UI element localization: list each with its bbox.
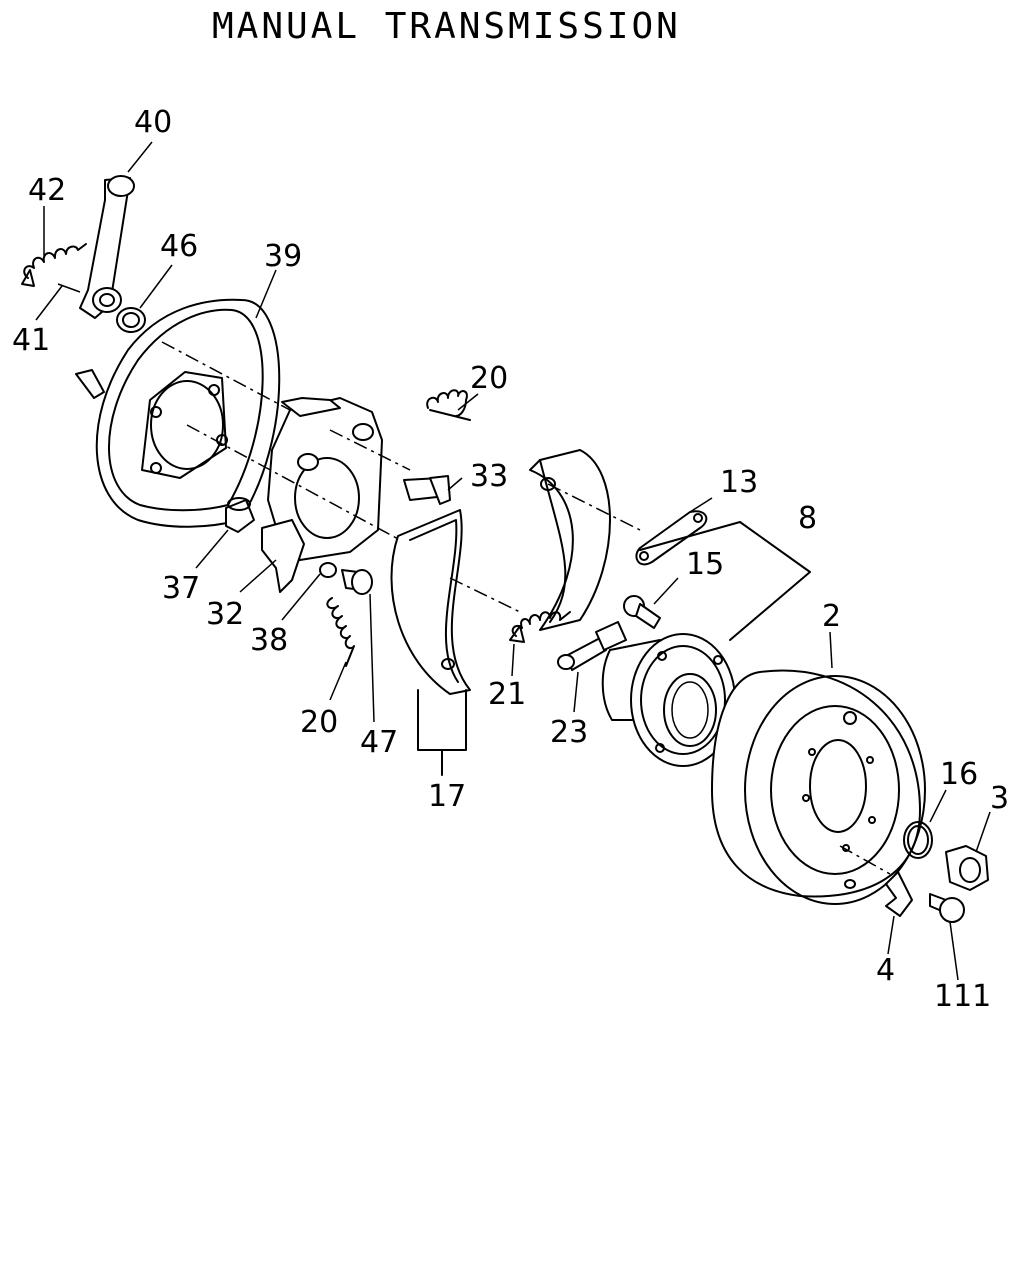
- seal-part-16: [903, 821, 933, 859]
- strut-part-13: [635, 510, 708, 566]
- backing-plate-part-39: [75, 298, 281, 528]
- callout-4: 4: [876, 953, 895, 988]
- callout-37: 37: [162, 571, 200, 606]
- adjuster-part-23: [557, 621, 627, 671]
- brake-lever-part-40: [79, 175, 135, 319]
- callout-20-upper: 20: [470, 361, 508, 396]
- callout-3: 3: [990, 781, 1009, 816]
- callout-47: 47: [360, 725, 398, 760]
- callout-32: 32: [206, 597, 244, 632]
- callout-33: 33: [470, 459, 508, 494]
- callout-15: 15: [686, 547, 724, 582]
- callout-39: 39: [264, 239, 302, 274]
- washer-part-38: [319, 562, 337, 578]
- hub-part-8: [601, 633, 736, 767]
- callout-labels: 40 42 46 39 41 20 33 13 8 15 37 32 38 20…: [12, 105, 1009, 1014]
- callout-16: 16: [940, 757, 978, 792]
- bolt-part-15: [623, 595, 661, 629]
- clip-part-4: [885, 871, 913, 917]
- washer-part-46: [116, 307, 146, 333]
- spring-part-20-upper: [426, 389, 471, 421]
- callout-bracket-17: [417, 689, 467, 776]
- brake-shoe-part-17: [390, 509, 471, 695]
- brake-shoe-right: [529, 449, 611, 631]
- nut-part-3: [945, 845, 989, 891]
- callout-111: 111: [934, 979, 991, 1014]
- callout-40: 40: [134, 105, 172, 140]
- pin-part-41: [57, 283, 81, 293]
- spring-part-21: [509, 611, 571, 643]
- anchor-plate-part-32: [261, 397, 383, 593]
- callout-38: 38: [250, 623, 288, 658]
- callout-13: 13: [720, 465, 758, 500]
- callout-bracket-8: [639, 521, 811, 641]
- assembly-centerlines: [161, 341, 891, 875]
- brake-drum-part-2: [711, 669, 926, 905]
- spring-part-42: [21, 243, 87, 287]
- stud-part-33: [403, 475, 451, 505]
- callout-17: 17: [428, 779, 466, 814]
- spring-part-20-lower: [326, 597, 355, 667]
- callout-23: 23: [550, 715, 588, 750]
- nut-part-37: [225, 497, 255, 533]
- brake-stud-posts: [297, 423, 374, 471]
- callout-20-lower: 20: [300, 705, 338, 740]
- bolt-part-47: [341, 569, 373, 595]
- bolt-part-111: [929, 893, 965, 923]
- callout-2: 2: [822, 599, 841, 634]
- diagram-title: MANUAL TRANSMISSION: [212, 6, 681, 47]
- callout-46: 46: [160, 229, 198, 264]
- callout-21: 21: [488, 677, 526, 712]
- leader-lines: [35, 141, 991, 981]
- callout-41: 41: [12, 323, 50, 358]
- callout-8: 8: [798, 501, 817, 536]
- callout-42: 42: [28, 173, 66, 208]
